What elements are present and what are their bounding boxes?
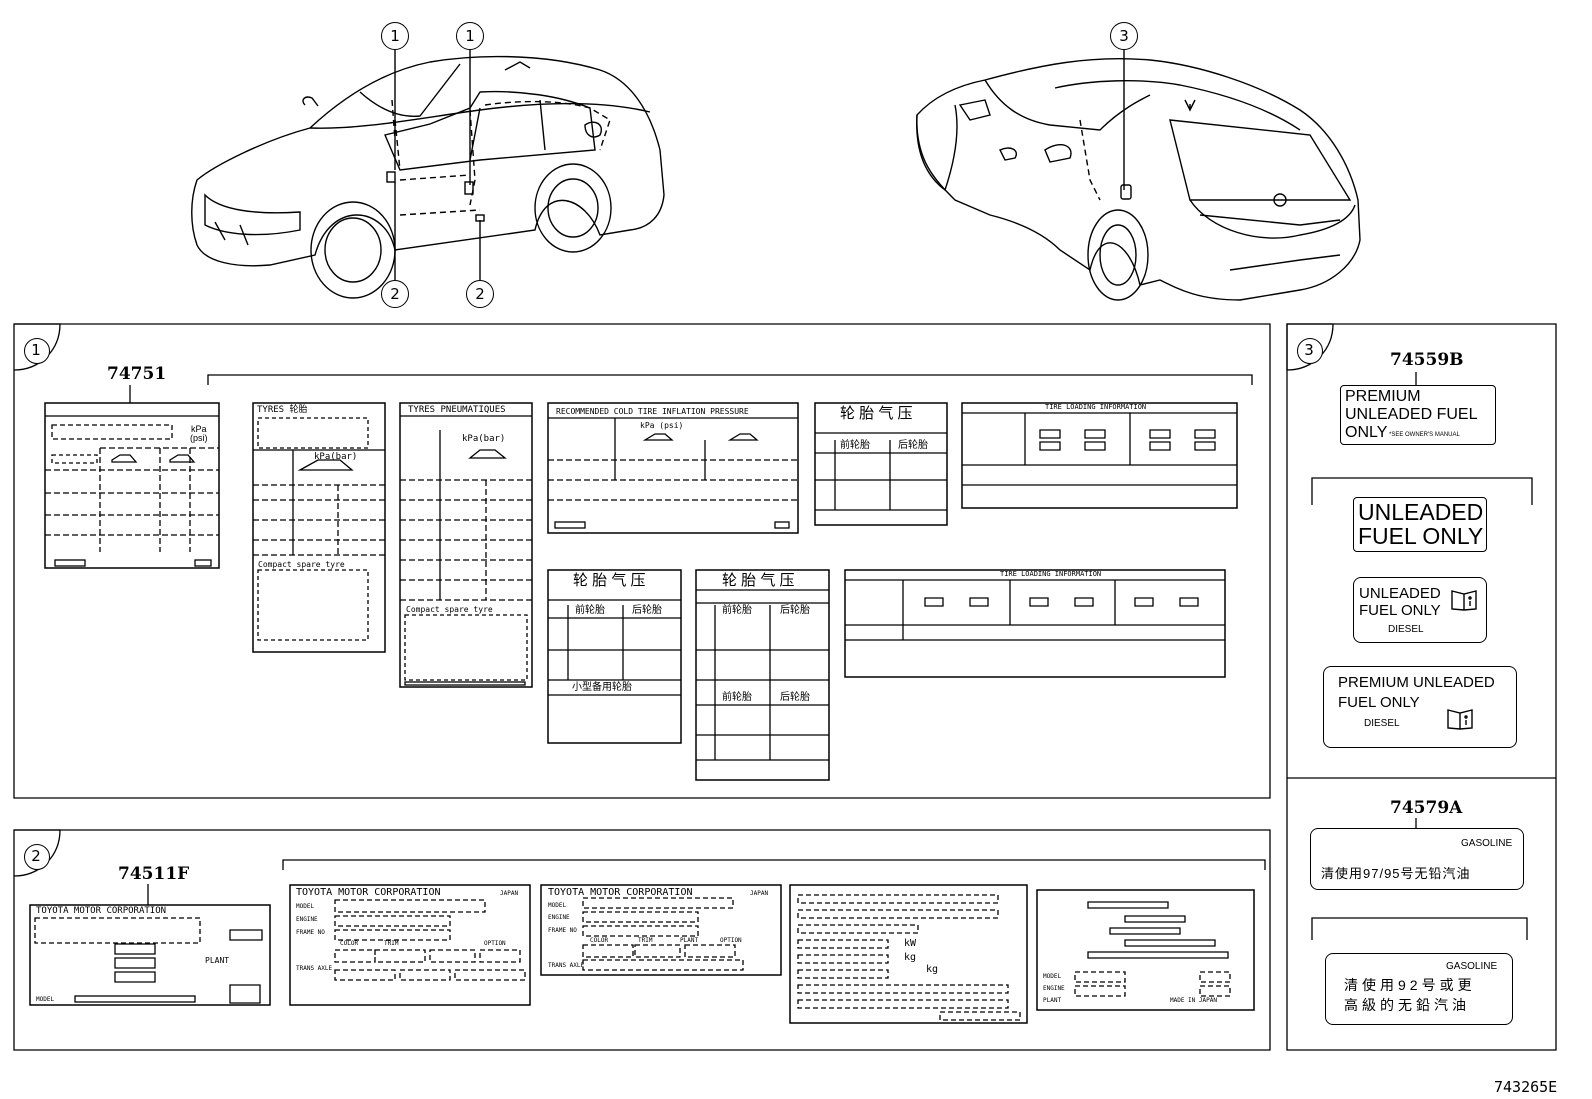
- front-wheel-3: 前轮胎: [722, 605, 752, 616]
- cn-pressure-title-2: 轮 胎 气 压: [573, 572, 646, 589]
- cn-pressure-title-3: 轮 胎 气 压: [722, 572, 795, 589]
- kg-unit-2: kg: [926, 964, 939, 975]
- premium-line3: ONLY: [1345, 424, 1388, 441]
- tyres-fr-kpa-bar: kPa(bar): [462, 434, 506, 444]
- color-2: COLOR: [340, 940, 359, 947]
- cn-pressure-title-1: 轮 胎 气 压: [840, 405, 913, 422]
- fuel-only-line: FUEL ONLY: [1338, 694, 1420, 711]
- callout-1b[interactable]: 1: [456, 22, 484, 50]
- callout-2a[interactable]: 2: [381, 280, 409, 308]
- toyota-corp-3: TOYOTA MOTOR CORPORATION: [548, 887, 693, 898]
- cn-92-line2: 高級的无鉛汽油: [1344, 997, 1470, 1013]
- rear-wheel-1: 后轮胎: [898, 440, 928, 451]
- model-1: MODEL: [36, 996, 55, 1003]
- gasoline-1: GASOLINE: [1461, 838, 1513, 849]
- made-in-japan: MADE IN JAPAN: [1170, 997, 1217, 1004]
- rear-wheel-3: 后轮胎: [780, 605, 810, 616]
- recommended-kpa-psi: kPa (psi): [640, 421, 684, 430]
- tire-loading-title-1: TIRE LOADING INFORMATION: [1045, 403, 1147, 411]
- tyres-kpa-bar: kPa(bar): [314, 452, 358, 462]
- option-2: OPTION: [484, 940, 506, 947]
- trans-axle-3: TRANS AXLE: [548, 962, 585, 969]
- label-gasoline-92[interactable]: GASOLINE 清使用92号或更 高級的无鉛汽油: [1325, 953, 1513, 1025]
- unleaded-small-line1: UNLEADED: [1359, 585, 1441, 602]
- part-number-74579A[interactable]: 74579A: [1390, 798, 1463, 818]
- plant-4: PLANT: [1043, 997, 1062, 1004]
- diesel-1: DIESEL: [1388, 624, 1424, 635]
- part-number-74751[interactable]: 74751: [107, 364, 167, 384]
- label-unleaded-small[interactable]: UNLEADED FUEL ONLY DIESEL: [1353, 577, 1487, 643]
- color-3: COLOR: [590, 937, 609, 944]
- cn-92-line1: 清使用92号或更: [1344, 977, 1476, 993]
- plant-3: PLANT: [680, 937, 699, 944]
- compact-spare-cn: 小型备用轮胎: [572, 682, 632, 693]
- part-number-74511F[interactable]: 74511F: [118, 864, 190, 884]
- label-premium-unleaded[interactable]: PREMIUM UNLEADED FUEL ONLY DIESEL: [1323, 666, 1517, 748]
- rear-wheel-2: 后轮胎: [632, 605, 662, 616]
- engine-3: ENGINE: [548, 914, 570, 921]
- front-wheel-2: 前轮胎: [575, 605, 605, 616]
- model-3: MODEL: [548, 902, 567, 909]
- callout-2b[interactable]: 2: [466, 280, 494, 308]
- frame-no-3: FRAME NO: [548, 927, 577, 934]
- car-rear-view: [916, 50, 1361, 301]
- engine-4: ENGINE: [1043, 985, 1065, 992]
- engine-2: ENGINE: [296, 916, 318, 923]
- gasoline-2: GASOLINE: [1446, 961, 1498, 972]
- rear-wheel-3b: 后轮胎: [780, 692, 810, 703]
- trim-2: TRIM: [384, 940, 399, 947]
- callout-3[interactable]: 3: [1110, 22, 1138, 50]
- premium-line2: UNLEADED FUEL: [1345, 406, 1478, 423]
- japan-3: JAPAN: [750, 890, 769, 897]
- tyres-fr-compact-spare: Compact spare tyre: [406, 605, 493, 614]
- tyres-compact-spare: Compact spare tyre: [258, 560, 345, 569]
- front-wheel-3b: 前轮胎: [722, 692, 752, 703]
- recommended-title: RECOMMENDED COLD TIRE INFLATION PRESSURE: [556, 407, 749, 416]
- tyres-fr-title: TYRES PNEUMATIQUES: [408, 405, 506, 415]
- kw-unit: kW: [904, 938, 917, 949]
- part-number-74559B[interactable]: 74559B: [1390, 350, 1464, 370]
- car-front-view: [191, 50, 665, 299]
- unleaded-big-line1: UNLEADED: [1358, 499, 1484, 525]
- premium-line1: PREMIUM: [1345, 388, 1421, 405]
- callout-1a[interactable]: 1: [381, 22, 409, 50]
- label-74559B-premium[interactable]: PREMIUM UNLEADED FUEL ONLY *SEE OWNER'S …: [1340, 385, 1496, 445]
- section-2-tag-ring: [24, 844, 50, 870]
- model-2: MODEL: [296, 903, 315, 910]
- tyres-cn-title: TYRES 轮胎: [257, 405, 308, 415]
- figure-reference: 743265E: [1494, 1078, 1558, 1096]
- trim-3: TRIM: [638, 937, 653, 944]
- premium-unleaded-line: PREMIUM UNLEADED: [1338, 674, 1495, 691]
- option-3: OPTION: [720, 937, 742, 944]
- see-owners-manual: *SEE OWNER'S MANUAL: [1389, 432, 1460, 438]
- section-1-tag-ring: [24, 338, 50, 364]
- unleaded-small-line2: FUEL ONLY: [1359, 602, 1441, 619]
- label-unleaded-big[interactable]: UNLEADED FUEL ONLY: [1353, 497, 1487, 552]
- toyota-corp-2: TOYOTA MOTOR CORPORATION: [296, 887, 441, 898]
- diesel-2: DIESEL: [1364, 718, 1400, 729]
- trans-axle-2: TRANS AXLE: [296, 965, 333, 972]
- label-74751-units: kPa (psi): [190, 424, 208, 443]
- owners-manual-icon: [1450, 588, 1478, 612]
- model-4: MODEL: [1043, 973, 1062, 980]
- tire-loading-title-2: TIRE LOADING INFORMATION: [1000, 570, 1102, 578]
- label-74579A-gasoline[interactable]: GASOLINE 清使用97/95号无铅汽油: [1310, 828, 1524, 890]
- section-3-tag-ring: [1297, 338, 1323, 364]
- front-wheel-1: 前轮胎: [840, 440, 870, 451]
- cn-97-95: 清使用97/95号无铅汽油: [1321, 866, 1471, 881]
- plant-1: PLANT: [205, 956, 230, 965]
- kg-unit-1: kg: [904, 952, 917, 963]
- japan-2: JAPAN: [500, 890, 519, 897]
- toyota-corp-1: TOYOTA MOTOR CORPORATION: [36, 906, 167, 916]
- frame-no-2: FRAME NO: [296, 929, 325, 936]
- owners-manual-icon-2: [1446, 707, 1474, 731]
- unleaded-big-line2: FUEL ONLY: [1358, 523, 1484, 549]
